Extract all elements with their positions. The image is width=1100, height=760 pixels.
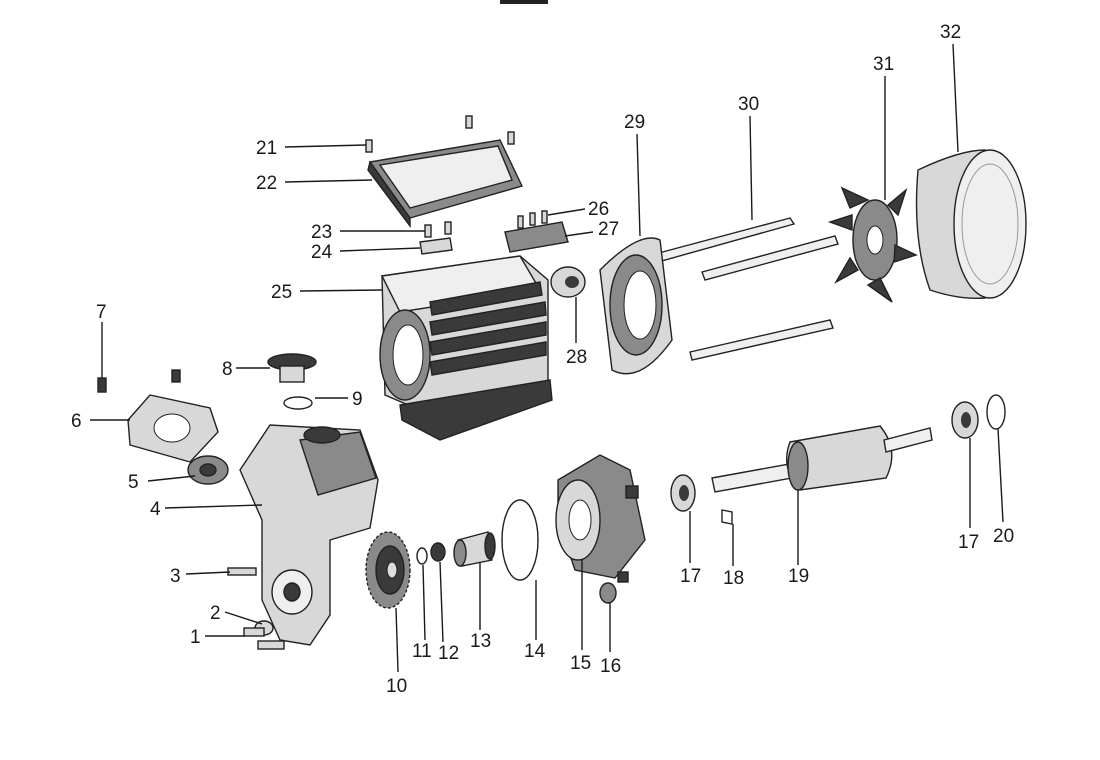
valve-drawing <box>187 455 229 485</box>
cover-screws-drawing <box>365 115 515 153</box>
part-label-7: 7 <box>96 302 107 323</box>
part-label-17b: 17 <box>958 532 979 553</box>
motor-housing-drawing <box>379 255 553 441</box>
part-label-1: 1 <box>190 627 201 648</box>
part-label-18: 18 <box>723 568 744 589</box>
bearing-cap-drawing <box>550 266 586 298</box>
part-labels: 1 2 3 4 5 6 7 8 9 10 11 12 13 14 15 16 1… <box>71 22 1014 697</box>
tie-rods-drawing <box>654 217 839 361</box>
terminal-block-drawing <box>504 210 569 253</box>
part-label-13: 13 <box>470 631 491 652</box>
mechanical-seal-drawing <box>453 531 496 567</box>
part-label-32: 32 <box>940 22 961 43</box>
part-drawings <box>97 115 1027 650</box>
o-ring-drawing <box>501 499 539 581</box>
part-label-24: 24 <box>311 242 333 263</box>
part-label-23: 23 <box>311 222 332 243</box>
part-label-19: 19 <box>788 566 809 587</box>
part-label-25: 25 <box>271 282 292 303</box>
part-label-6: 6 <box>71 411 82 432</box>
bearing-front-drawing <box>670 474 696 512</box>
part-label-30: 30 <box>738 94 759 115</box>
part-label-5: 5 <box>128 472 139 493</box>
rear-bracket-drawing <box>599 237 673 375</box>
washer-drawing <box>416 547 428 565</box>
screw-6b-drawing <box>171 369 181 383</box>
seal-ring-drawing <box>283 396 313 410</box>
part-label-8: 8 <box>222 359 233 380</box>
part-label-22: 22 <box>256 173 277 194</box>
flange-drawing <box>127 394 219 463</box>
part-label-9: 9 <box>352 389 363 410</box>
part-label-14: 14 <box>524 641 546 662</box>
front-bracket-drawing <box>555 454 646 583</box>
terminal-screws-drawing <box>419 221 453 255</box>
part-label-10: 10 <box>386 676 407 697</box>
part-label-15: 15 <box>570 653 591 674</box>
leader-lines <box>90 43 1004 673</box>
screw-7-drawing <box>97 377 107 393</box>
small-bearing-drawing <box>599 582 617 604</box>
bolts-drawing <box>243 627 285 650</box>
screw-3-drawing <box>227 567 257 576</box>
plug-drawing <box>267 353 317 383</box>
part-label-3: 3 <box>170 566 181 587</box>
part-label-21: 21 <box>256 138 277 159</box>
part-label-26: 26 <box>588 199 609 220</box>
part-label-28: 28 <box>566 347 587 368</box>
part-label-29: 29 <box>624 112 645 133</box>
top-mark <box>500 0 548 4</box>
fan-drawing <box>827 186 918 303</box>
terminal-cover-drawing <box>367 139 523 229</box>
bearing-rear-drawing <box>951 401 979 439</box>
ring-drawing <box>430 542 446 562</box>
key-drawing <box>721 509 733 525</box>
part-label-27: 27 <box>598 219 619 240</box>
impeller-drawing <box>365 531 411 609</box>
rotor-drawing <box>711 425 933 493</box>
fan-cover-drawing <box>915 149 1027 300</box>
pump-body-drawing <box>239 424 379 646</box>
part-label-11: 11 <box>412 641 432 662</box>
part-label-2: 2 <box>210 603 221 624</box>
part-label-4: 4 <box>150 499 161 520</box>
part-label-20: 20 <box>993 526 1014 547</box>
part-label-17a: 17 <box>680 566 701 587</box>
part-label-31: 31 <box>873 54 894 75</box>
circlip-drawing <box>986 394 1006 430</box>
part-label-12: 12 <box>438 643 459 664</box>
part-label-16: 16 <box>600 656 621 677</box>
